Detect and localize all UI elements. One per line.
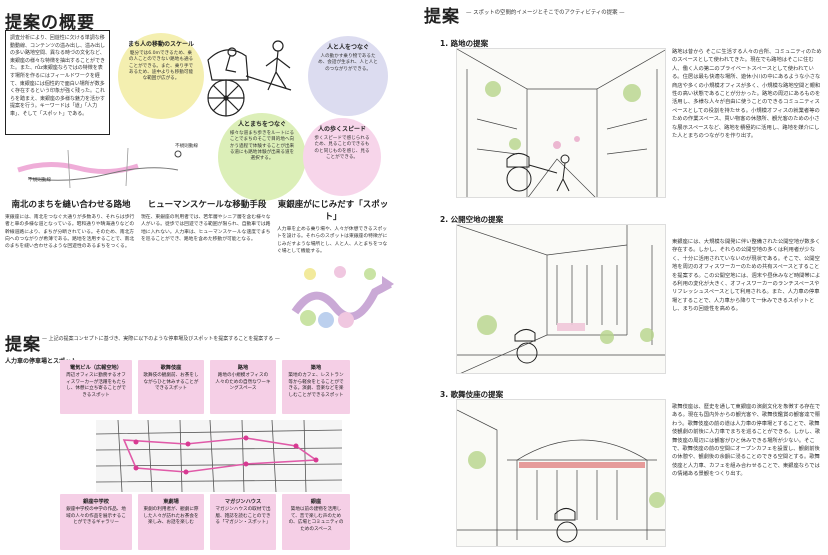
- stop-ginza: 銀座 築地以前の建物を活用して、音で楽しむ声のための、広場とコミュニティのための…: [282, 494, 350, 550]
- section-kabuki-title: 3. 歌舞伎座の提案: [440, 390, 504, 399]
- circle-people: 人と人をつなぐ 人の動かす乗り物であるため、会話が生まれ、人と人とのつながりがで…: [308, 36, 388, 116]
- circle-town-text: 様々な道まち歩きをルートにることでまちのそこで目的地へ向かう過程で体験することが…: [229, 131, 295, 162]
- circle-scale-text: 駆分では6.0mできるため、乗の人ことのできない路地も通ることができる。また、乗…: [128, 51, 194, 82]
- stop-denki-text: 周辺オフィスに勤務するオフィスワーカーが活躍をもたらし、休憩に立ち寄ることができ…: [66, 373, 126, 398]
- stop-magazine: マガジンハウス マガジンハウスの取材で出版、雑誌を読むことのできる「マガジン・ス…: [210, 494, 276, 550]
- right-title: 提案: [424, 7, 460, 27]
- area-map: [96, 420, 342, 492]
- right-subtitle: — スポットの空間的イメージとそこでのアクティビティの提案 —: [466, 10, 625, 16]
- circle-scale: まち人の移動のスケール 駆分では6.0mできるため、乗の人ことのできない路地も通…: [118, 33, 204, 119]
- route-graphic: [291, 266, 394, 328]
- route-sketch: [17, 147, 182, 189]
- stop-ginza-text: 築地以前の建物を活用して、音で楽しむ声のための、広場とコミュニティのためのスペー…: [288, 507, 344, 532]
- section-alley-title: 1. 路地の提案: [440, 39, 489, 48]
- stop-roji-text: 路地の小規模オフィスの人々のための自然なワーキングスペース: [215, 373, 271, 391]
- sketch-alley: [456, 48, 666, 198]
- circle-people-title: 人と人をつなぐ: [326, 44, 369, 51]
- sketch-kabuki: [456, 399, 666, 547]
- overview-text-box: 調査分析により、回遊性に欠ける単調な移動動線、コンテンツの溢み出し、溢み出しの多…: [5, 30, 110, 135]
- stop-denki-title: 電気ビル（広報空地）: [70, 365, 122, 371]
- circle-speed-text: 歩くスピードで感じられるため、見ることのできるものと同じものを感じ、見ることがで…: [314, 136, 370, 160]
- stop-togeki-title: 東劇場: [163, 499, 179, 505]
- column-alley: 南北のまちを縫い合わせる路地 東銀座には、南北をつなぐ大通りが多数あり、それらは…: [5, 198, 137, 250]
- sketch-plaza: [456, 224, 666, 374]
- section-kabuki-text: 歌舞伎座は、歴史を通して東銀座の演劇文化を象徴する存在である。現在も国内外からの…: [672, 404, 821, 478]
- stop-ginza-jhs-title: 銀座中学校: [83, 499, 109, 505]
- column-spot-text: 人力車を止める乗り場や、人々が休憩できるスポットを設ける。それらのスポットは東銀…: [277, 227, 388, 254]
- stop-ginza-title: 銀座: [310, 499, 322, 505]
- map-label-bottom: 不規則動線: [28, 178, 51, 183]
- map-label-top: 不規則動線: [175, 144, 198, 149]
- proposal-subtitle: — 上記の提案コンセプトに基づき、実際に以下のような停車場及びスポットを提案する…: [42, 336, 280, 342]
- overview-title: 提案の概要: [5, 13, 95, 33]
- stop-ginza-jhs: 銀座中学校 銀座中学校の中学の作品、地域の人々の作品を展示することができるギャラ…: [60, 494, 132, 550]
- stop-roji-title: 路地: [237, 365, 249, 371]
- column-rickshaw: ヒューマンスケールな移動手段 現在、東銀座の利用者では、若年層やシニア層を含む様…: [141, 198, 273, 243]
- column-rickshaw-title: ヒューマンスケールな移動手段: [147, 200, 267, 210]
- stops-label: 人力車の停車場とスポット: [5, 358, 78, 365]
- stop-togeki-text: 東劇の利用者が、観劇に際した人々が訪れたお茶会を楽しみ、お話を楽しむ: [143, 507, 199, 525]
- circle-speed-title: 人の歩くスピード: [317, 126, 366, 133]
- stop-togeki: 東劇場 東劇の利用者が、観劇に際した人々が訪れたお茶会を楽しみ、お話を楽しむ: [138, 494, 204, 550]
- proposal-title: 提案: [5, 335, 41, 355]
- column-alley-title: 南北のまちを縫い合わせる路地: [11, 200, 131, 210]
- section-plaza-text: 東銀座には、大規模な開発に伴い整備された公開空地が数多く存在する。しかし、それら…: [672, 239, 821, 313]
- stop-kabukiza-title: 歌舞伎座: [160, 365, 182, 371]
- stop-roji: 路地 路地の小規模オフィスの人々のための自然なワーキングスペース: [210, 360, 276, 414]
- section-plaza-title: 2. 公開空地の提案: [440, 215, 504, 224]
- stop-magazine-text: マガジンハウスの取材で出版、雑誌を読むことのできる「マガジン・スポット」: [215, 507, 271, 525]
- stop-tsukiji: 築地 築地のカフェ、レストラン等から軽食をとることができる。演劇、音楽などを楽し…: [282, 360, 350, 414]
- column-spot-title: 東銀座がにじみだす「スポット」: [277, 200, 389, 222]
- column-spot: 東銀座がにじみだす「スポット」 人力車を止める乗り場や、人々が休憩できるスポット…: [277, 198, 389, 255]
- circle-people-text: 人の動かす乗り物であるため、会話が生まれ、人と人とのつながりができる。: [318, 54, 378, 72]
- column-rickshaw-text: 現在、東銀座の利用者では、若年層やシニア層を含む様々な人がいる。徒歩では回遊でき…: [141, 215, 271, 242]
- stop-tsukiji-text: 築地のカフェ、レストラン等から軽食をとることができる。演劇、音楽などを楽しむこと…: [288, 373, 344, 398]
- circle-scale-title: まち人の移動のスケール: [128, 41, 195, 48]
- stop-ginza-jhs-text: 銀座中学校の中学の作品、地域の人々の作品を展示することができるギャラリー: [66, 507, 126, 525]
- stop-magazine-title: マガジンハウス: [224, 499, 262, 505]
- column-alley-text: 東銀座には、南北をつなぐ大通りが多数あり、それらは歩行者と車の多様な道となってい…: [5, 215, 135, 250]
- stop-kabukiza-text: 歌舞伎の観劇前、お茶をしながらひと休みすることができるスポット: [143, 373, 199, 391]
- circle-speed: 人の歩くスピード 歩くスピードで感じられるため、見ることのできるものと同じものを…: [303, 118, 381, 196]
- rickshaw-illustration: [207, 40, 292, 117]
- circle-town-title: 人とまちをつなぐ: [237, 121, 286, 128]
- stop-tsukiji-title: 築地: [310, 365, 322, 371]
- section-alley-text: 路地は昔から そこに生活する人々の合所、コミュニティのためのスペースとして使われ…: [672, 49, 822, 140]
- stop-kabukiza: 歌舞伎座 歌舞伎の観劇前、お茶をしながらひと休みすることができるスポット: [138, 360, 204, 414]
- circle-town: 人とまちをつなぐ 様々な道まち歩きをルートにることでまちのそこで目的地へ向かう過…: [218, 113, 306, 201]
- stop-denki: 電気ビル（広報空地） 周辺オフィスに勤務するオフィスワーカーが活躍をもたらし、休…: [60, 360, 132, 414]
- overview-text: 調査分析により、回遊性に欠ける単調な移動動線、コンテンツの溢み出し、溢み出しの多…: [10, 35, 106, 117]
